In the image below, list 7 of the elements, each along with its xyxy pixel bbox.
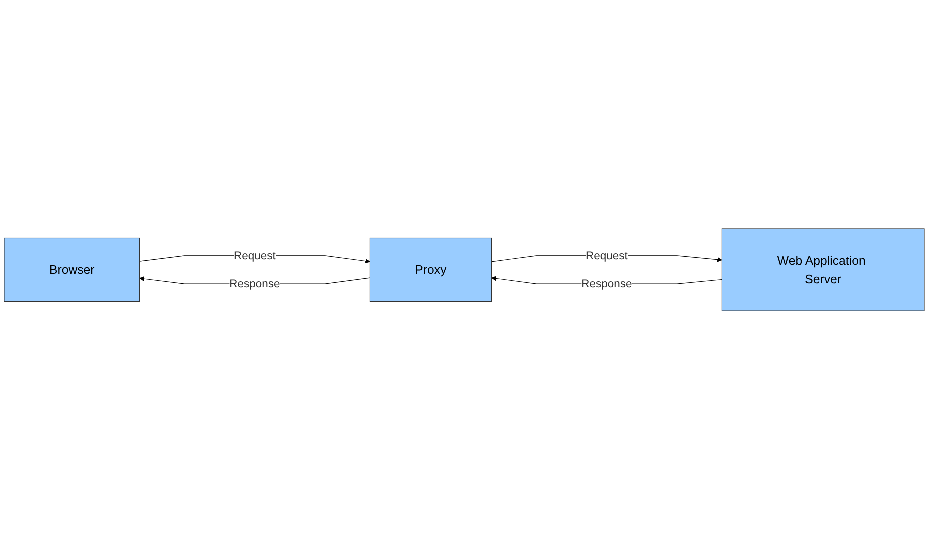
- edge-label: Response: [230, 278, 280, 290]
- edge-label: Response: [582, 278, 632, 290]
- edge-label: Request: [586, 250, 628, 262]
- node-box: Proxy: [370, 238, 492, 302]
- node-box: Browser: [4, 238, 140, 302]
- edge-label: Request: [234, 250, 276, 262]
- node-box: Web Application Server: [722, 228, 925, 312]
